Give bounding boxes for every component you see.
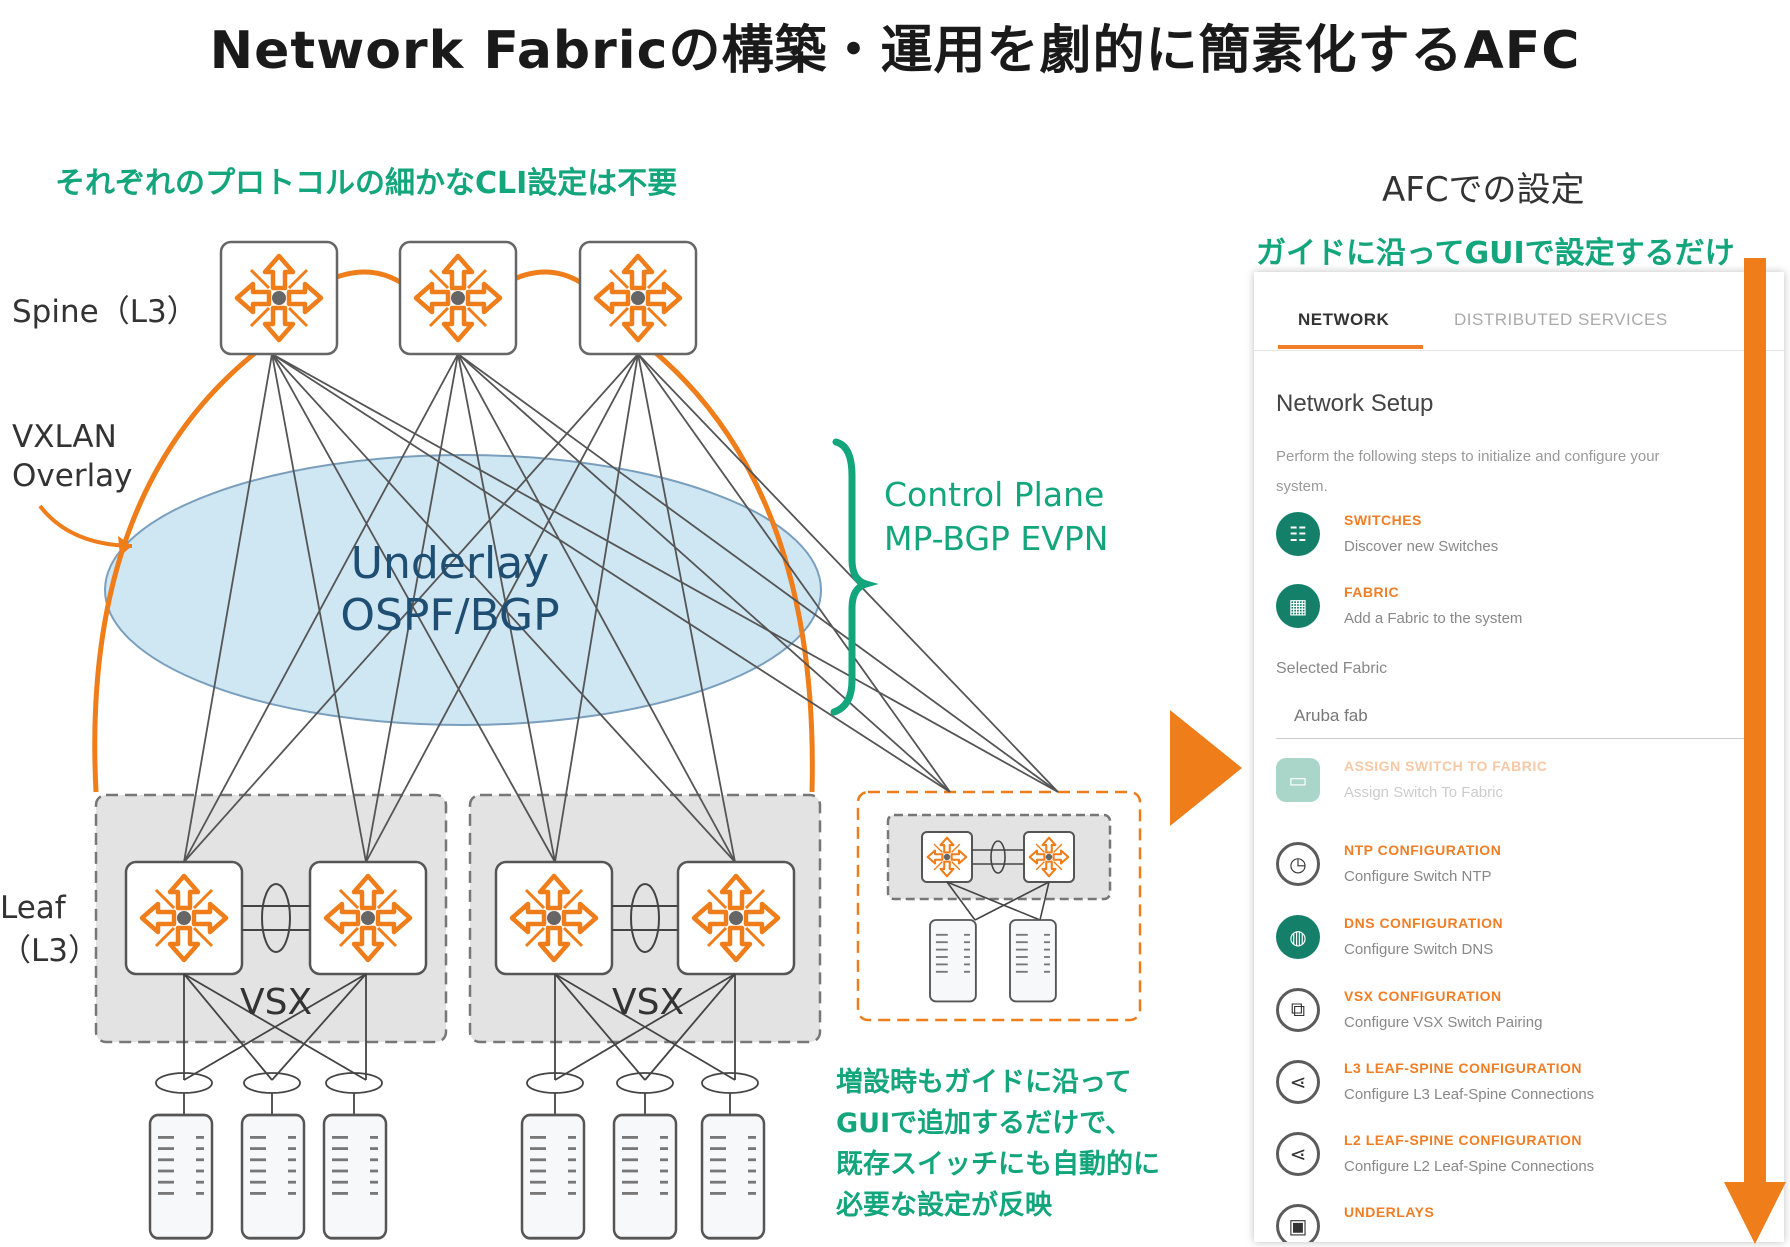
vxlan-pointer bbox=[38, 504, 133, 548]
underlay-label-line1: Underlay bbox=[350, 538, 550, 589]
afc-setup-panel: NETWORK DISTRIBUTED SERVICES Network Set… bbox=[1254, 272, 1784, 1242]
leaf-switch-2 bbox=[308, 860, 428, 976]
leaf-switch-3 bbox=[494, 860, 614, 976]
spine-switch-1 bbox=[219, 240, 339, 356]
expansion-note: 増設時もガイドに沿って GUIで追加するだけで、 既存スイッチにも自動的に 必要… bbox=[836, 1062, 1160, 1226]
underlay-icon: ▣ bbox=[1276, 1204, 1320, 1242]
tab-divider bbox=[1254, 350, 1784, 351]
step-switches[interactable]: ☷ SWITCHES Discover new Switches bbox=[1276, 512, 1756, 572]
vsx-isl-links bbox=[242, 883, 678, 953]
server-1 bbox=[148, 1113, 214, 1240]
leaf-label-line1: Leaf bbox=[0, 890, 66, 926]
vsx-icon: ⧉ bbox=[1276, 988, 1320, 1032]
step-title: L2 LEAF-SPINE CONFIGURATION bbox=[1344, 1132, 1583, 1148]
server-2 bbox=[240, 1113, 306, 1240]
vxlan-overlay-label: VXLAN Overlay bbox=[12, 418, 133, 496]
down-arrow-icon bbox=[1724, 1182, 1786, 1244]
control-plane-line1: Control Plane bbox=[884, 475, 1105, 514]
step-title: DNS CONFIGURATION bbox=[1344, 915, 1504, 931]
step-assign-switch[interactable]: ▭ ASSIGN SWITCH TO FABRIC Assign Switch … bbox=[1276, 758, 1756, 818]
tab-network[interactable]: NETWORK bbox=[1298, 310, 1390, 329]
control-plane-line2: MP-BGP EVPN bbox=[884, 519, 1109, 558]
expansion-note-line: GUIで追加するだけで、 bbox=[836, 1108, 1133, 1139]
step-subtitle: Configure L3 Leaf-Spine Connections bbox=[1344, 1086, 1595, 1103]
leaf-switch-4 bbox=[676, 860, 796, 976]
step-subtitle: Add a Fabric to the system bbox=[1344, 610, 1523, 627]
expansion-note-line: 必要な設定が反映 bbox=[836, 1190, 1052, 1221]
step-title: SWITCHES bbox=[1344, 512, 1422, 528]
step-dns[interactable]: ◍ DNS CONFIGURATION Configure Switch DNS bbox=[1276, 915, 1756, 975]
share-icon: ⋖ bbox=[1276, 1060, 1320, 1104]
expansion-note-line: 既存スイッチにも自動的に bbox=[836, 1149, 1160, 1180]
network-setup-description: Perform the following steps to initializ… bbox=[1276, 448, 1660, 495]
server-6 bbox=[700, 1113, 766, 1240]
afc-heading: AFCでの設定 bbox=[1382, 170, 1585, 210]
leaf-server-links bbox=[155, 973, 759, 1115]
selected-fabric-value: Aruba fab bbox=[1294, 706, 1368, 725]
active-tab-indicator bbox=[1278, 345, 1423, 349]
underlay-label-line2: OSPF/BGP bbox=[340, 590, 560, 641]
vxlan-label-line1: VXLAN bbox=[12, 419, 117, 455]
step-fabric[interactable]: ▦ FABRIC Add a Fabric to the system bbox=[1276, 584, 1756, 644]
cli-note: それぞれのプロトコルの細かなCLI設定は不要 bbox=[55, 166, 678, 201]
spine-label: Spine（L3） bbox=[12, 294, 198, 330]
step-title: ASSIGN SWITCH TO FABRIC bbox=[1344, 758, 1548, 774]
page-title: Network Fabricの構築・運用を劇的に簡素化するAFC bbox=[209, 21, 1581, 81]
control-plane-brace bbox=[830, 438, 879, 716]
leaf-label-line2: （L3） bbox=[0, 933, 99, 969]
step-subtitle: Discover new Switches bbox=[1344, 538, 1499, 555]
share-icon: ⋖ bbox=[1276, 1132, 1320, 1176]
vxlan-label-line2: Overlay bbox=[12, 458, 133, 494]
selected-fabric-label: Selected Fabric bbox=[1276, 660, 1388, 677]
selected-fabric-select[interactable]: Aruba fab ▾ bbox=[1276, 694, 1766, 739]
switch-list-icon: ☷ bbox=[1276, 512, 1320, 556]
clock-icon: ◷ bbox=[1276, 842, 1320, 886]
step-l2-leaf-spine[interactable]: ⋖ L2 LEAF-SPINE CONFIGURATION Configure … bbox=[1276, 1132, 1756, 1192]
step-underlays[interactable]: ▣ UNDERLAYS bbox=[1276, 1204, 1756, 1242]
dns-icon: ◍ bbox=[1276, 915, 1320, 959]
spine-switch-3 bbox=[578, 240, 698, 356]
vsx-label-1: VSX bbox=[240, 982, 313, 1023]
step-subtitle: Configure Switch NTP bbox=[1344, 868, 1492, 885]
server-3 bbox=[322, 1113, 388, 1240]
added-leaf-switch-1 bbox=[921, 831, 973, 883]
fabric-grid-icon: ▦ bbox=[1276, 584, 1320, 628]
step-title: FABRIC bbox=[1344, 584, 1400, 600]
leaf-switch-1 bbox=[124, 860, 244, 976]
added-server-2 bbox=[1009, 919, 1057, 1003]
tab-distributed-services[interactable]: DISTRIBUTED SERVICES bbox=[1454, 310, 1668, 329]
underlay-label: Underlay OSPF/BGP bbox=[300, 538, 600, 642]
down-arrow-shaft bbox=[1744, 258, 1766, 1220]
step-title: NTP CONFIGURATION bbox=[1344, 842, 1502, 858]
step-ntp[interactable]: ◷ NTP CONFIGURATION Configure Switch NTP bbox=[1276, 842, 1756, 902]
server-4 bbox=[520, 1113, 586, 1240]
step-subtitle: Configure VSX Switch Pairing bbox=[1344, 1014, 1543, 1031]
assign-icon: ▭ bbox=[1276, 758, 1320, 802]
server-5 bbox=[612, 1113, 678, 1240]
step-subtitle: Configure L2 Leaf-Spine Connections bbox=[1344, 1158, 1595, 1175]
leaf-label: Leaf （L3） bbox=[0, 887, 99, 973]
spine-leaf-links bbox=[183, 353, 1059, 863]
spine-switch-2 bbox=[398, 240, 518, 356]
step-title: VSX CONFIGURATION bbox=[1344, 988, 1502, 1004]
step-l3-leaf-spine[interactable]: ⋖ L3 LEAF-SPINE CONFIGURATION Configure … bbox=[1276, 1060, 1756, 1120]
step-subtitle: Assign Switch To Fabric bbox=[1344, 784, 1503, 801]
step-subtitle: Configure Switch DNS bbox=[1344, 941, 1494, 958]
added-server-1 bbox=[929, 919, 977, 1003]
added-leaf-switch-2 bbox=[1023, 831, 1075, 883]
step-vsx[interactable]: ⧉ VSX CONFIGURATION Configure VSX Switch… bbox=[1276, 988, 1756, 1048]
vsx-label-2: VSX bbox=[612, 982, 685, 1023]
network-setup-title: Network Setup bbox=[1276, 390, 1434, 417]
step-title: UNDERLAYS bbox=[1344, 1204, 1435, 1220]
right-arrow-icon bbox=[1170, 710, 1242, 826]
underlay-ellipse bbox=[104, 454, 822, 726]
control-plane-label: Control Plane MP-BGP EVPN bbox=[884, 473, 1108, 561]
step-title: L3 LEAF-SPINE CONFIGURATION bbox=[1344, 1060, 1583, 1076]
afc-guide-note: ガイドに沿ってGUIで設定するだけ bbox=[1256, 236, 1735, 271]
expansion-note-line: 増設時もガイドに沿って bbox=[836, 1067, 1132, 1098]
